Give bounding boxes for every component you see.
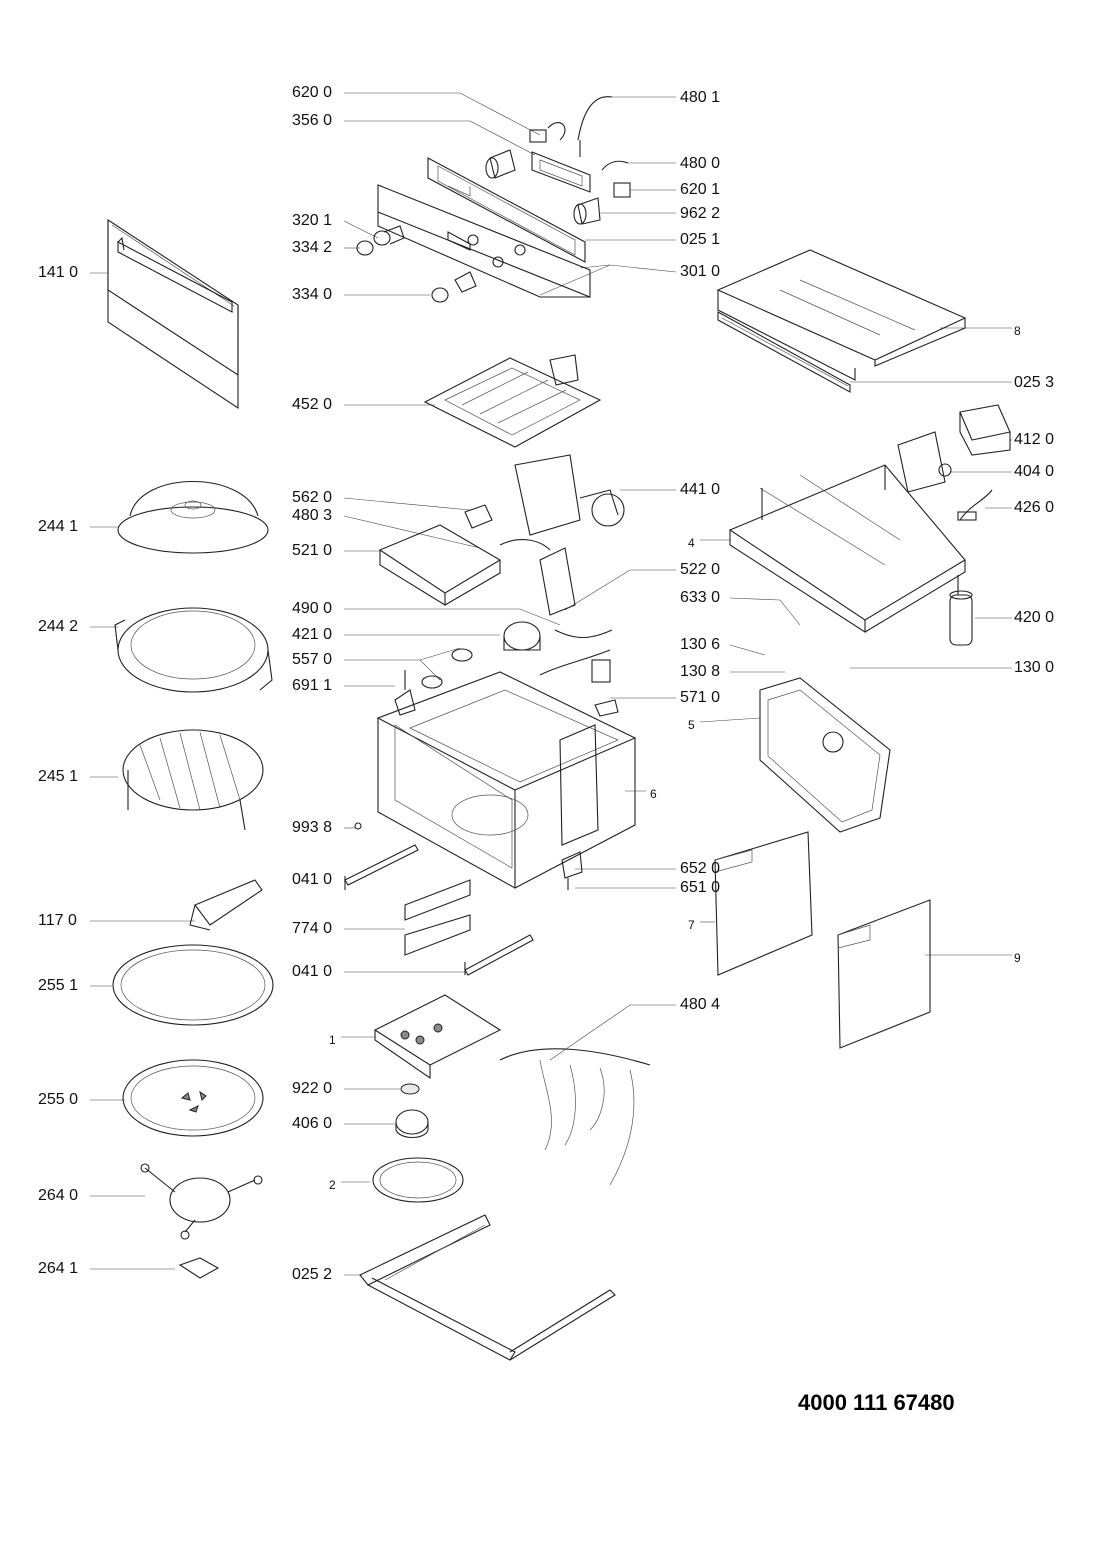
callout-130-0: 130 0 <box>1014 659 1055 676</box>
callout-130-8: 130 8 <box>680 663 721 680</box>
callout-1: 1 <box>329 1033 336 1047</box>
callout-404-0: 404 0 <box>1014 463 1055 480</box>
callout-420-0: 420 0 <box>1014 609 1055 626</box>
electronics <box>378 504 619 717</box>
oven-door <box>107 218 239 410</box>
callout-255-0: 255 0 <box>38 1091 79 1108</box>
chassis-components <box>514 404 1011 646</box>
base-parts <box>359 994 616 1361</box>
callout-320-1: 320 1 <box>292 212 333 229</box>
callout-426-0: 426 0 <box>1014 499 1055 516</box>
callout-356-0: 356 0 <box>292 112 333 129</box>
rails-and-brackets <box>344 822 534 976</box>
document-number: 4000 111 67480 <box>798 1390 955 1415</box>
callout-301-0: 301 0 <box>680 263 721 280</box>
callout-651-0: 651 0 <box>680 879 721 896</box>
control-panel <box>356 96 631 303</box>
callout-244-2: 244 2 <box>38 618 79 635</box>
wiring-harness <box>499 1048 651 1186</box>
callout-406-0: 406 0 <box>292 1115 333 1132</box>
callout-041-0b: 041 0 <box>292 963 333 980</box>
callout-490-0: 490 0 <box>292 600 333 617</box>
callout-480-1: 480 1 <box>680 89 721 106</box>
callout-025-1: 025 1 <box>680 231 721 248</box>
callout-255-1: 255 1 <box>38 977 79 994</box>
callout-522-0: 522 0 <box>680 561 721 578</box>
callout-557-0: 557 0 <box>292 651 333 668</box>
grill-element <box>423 354 602 448</box>
callout-521-0: 521 0 <box>292 542 333 559</box>
callout-8: 8 <box>1014 324 1021 338</box>
accessories <box>112 481 274 1279</box>
callout-130-6: 130 6 <box>680 636 721 653</box>
callout-141-0: 141 0 <box>38 264 79 281</box>
callout-691-1: 691 1 <box>292 677 333 694</box>
callout-421-0: 421 0 <box>292 626 333 643</box>
callout-480-0: 480 0 <box>680 155 721 172</box>
callout-7: 7 <box>688 918 695 932</box>
callout-652-0: 652 0 <box>680 860 721 877</box>
housing-panels <box>714 677 931 1049</box>
callout-334-2: 334 2 <box>292 239 333 256</box>
top-cover <box>716 249 967 393</box>
callout-562-0: 562 0 <box>292 489 333 506</box>
callout-571-0: 571 0 <box>680 689 721 706</box>
callout-620-1: 620 1 <box>680 181 721 198</box>
callout-633-0: 633 0 <box>680 589 721 606</box>
callout-6: 6 <box>650 787 657 801</box>
leader-lines <box>90 92 1012 1276</box>
callout-9: 9 <box>1014 951 1021 965</box>
callout-480-3: 480 3 <box>292 507 333 524</box>
callout-2: 2 <box>329 1178 336 1192</box>
callout-441-0: 441 0 <box>680 481 721 498</box>
callout-334-0: 334 0 <box>292 286 333 303</box>
callout-117-0: 117 0 <box>38 912 77 929</box>
oven-cavity <box>376 671 637 890</box>
callout-452-0: 452 0 <box>292 396 333 413</box>
callout-962-2: 962 2 <box>680 205 721 222</box>
callout-264-1: 264 1 <box>38 1260 79 1277</box>
callout-922-0: 922 0 <box>292 1080 333 1097</box>
callout-5: 5 <box>688 718 695 732</box>
callout-480-4: 480 4 <box>680 996 721 1013</box>
callout-264-0: 264 0 <box>38 1187 79 1204</box>
callout-245-1: 245 1 <box>38 768 79 785</box>
callout-4: 4 <box>688 536 695 550</box>
callout-774-0: 774 0 <box>292 920 333 937</box>
callout-993-8: 993 8 <box>292 819 333 836</box>
callout-025-3: 025 3 <box>1014 374 1055 391</box>
callout-620-0a: 620 0 <box>292 84 333 101</box>
callout-412-0: 412 0 <box>1014 431 1055 448</box>
callout-244-1: 244 1 <box>38 518 79 535</box>
callout-025-2: 025 2 <box>292 1266 333 1283</box>
callout-041-0a: 041 0 <box>292 871 333 888</box>
